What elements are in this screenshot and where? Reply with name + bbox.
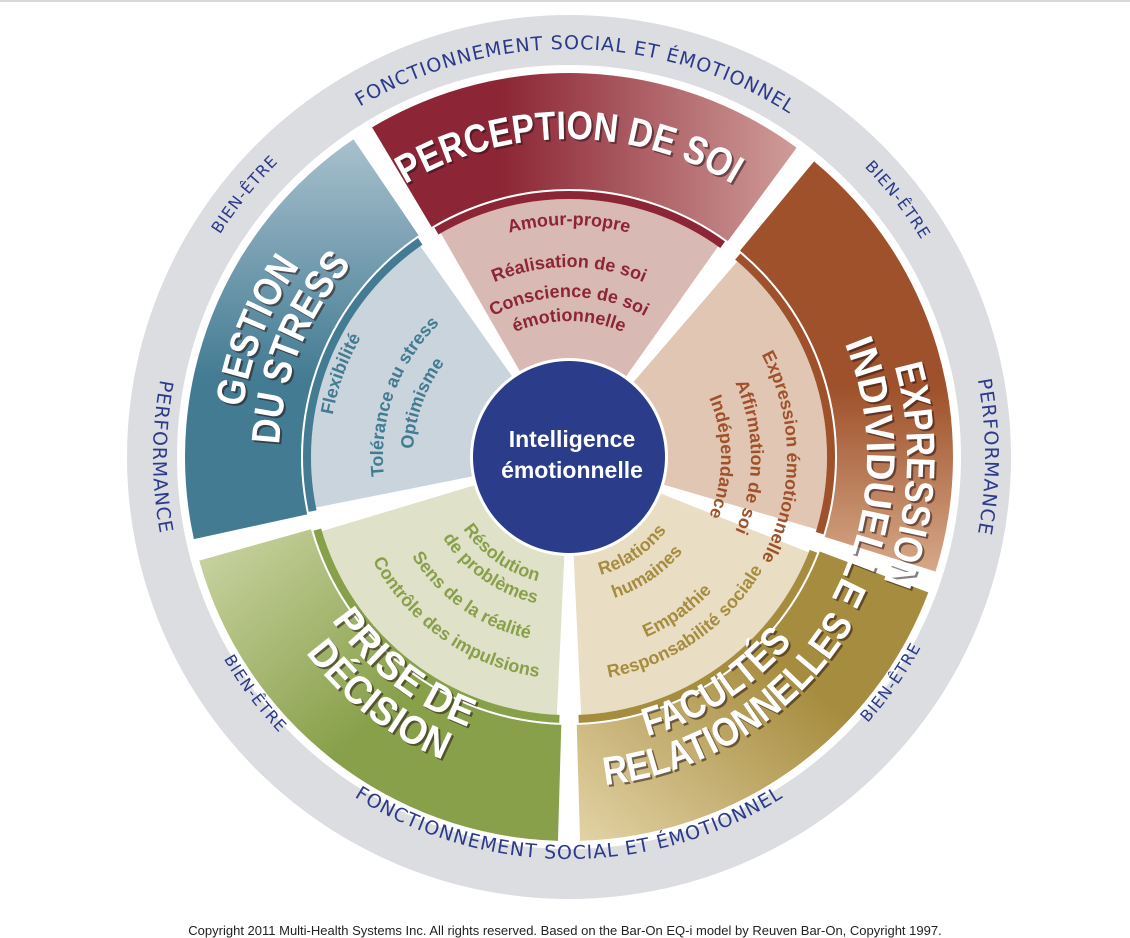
wedge-rim-expression — [735, 253, 835, 535]
wedge-stress — [311, 246, 513, 508]
wedge-perception — [440, 199, 719, 378]
band-perception — [372, 72, 797, 242]
wedge-decision — [321, 485, 565, 715]
wedge-rim-relationnelles — [578, 549, 818, 723]
band-expression — [740, 161, 953, 572]
band-decision — [199, 529, 562, 841]
band-relationnelles — [576, 551, 929, 841]
wedge-expression — [632, 261, 827, 530]
copyright-notice: Copyright 2011 Multi-Health Systems Inc.… — [188, 923, 942, 938]
wedge-rim-stress — [303, 238, 423, 512]
center-line2: émotionnelle — [501, 457, 643, 483]
wedge-rim-decision — [313, 528, 560, 723]
center-line1: Intelligence — [509, 426, 636, 452]
band-stress — [185, 139, 419, 540]
top-border — [0, 0, 1130, 2]
wedge-relationnelles — [573, 493, 809, 715]
wedge-rim-perception — [434, 191, 725, 249]
center-circle — [473, 361, 665, 553]
